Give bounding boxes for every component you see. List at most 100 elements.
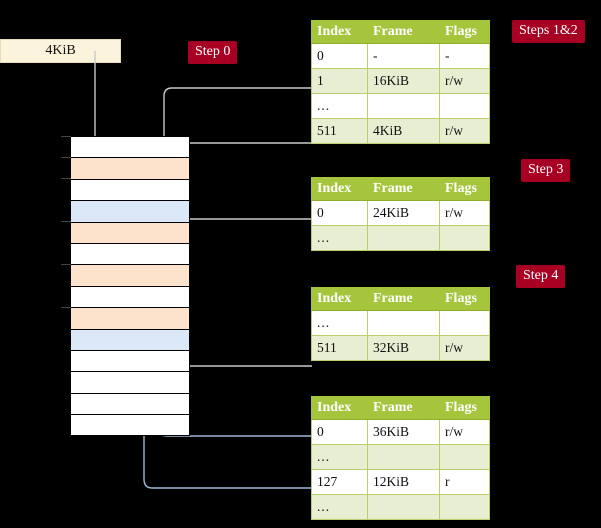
badge-step-4: Step 4 [516, 265, 566, 288]
cell-frame: 24KiB [367, 200, 440, 226]
cell-frame: 4KiB [367, 118, 440, 144]
column-header-frame: Frame [367, 177, 440, 201]
badge-steps-1-2: Steps 1&2 [512, 20, 585, 43]
cell-flags [439, 310, 490, 336]
badge-step-3-label: Step 3 [528, 162, 564, 177]
memory-row [61, 156, 190, 179]
badge-step-3: Step 3 [521, 159, 571, 182]
cell-frame: - [367, 43, 440, 69]
table-row: ... [311, 93, 490, 119]
cell-frame [367, 225, 440, 251]
column-header-flags: Flags [439, 20, 490, 44]
memory-row [70, 414, 190, 436]
cell-index: 0 [311, 419, 368, 445]
column-header-frame: Frame [367, 396, 440, 420]
cell-index: 127 [311, 469, 368, 495]
column-header-index: Index [311, 396, 368, 420]
cell-index: ... [311, 93, 368, 119]
table-row: 0 24KiB r/w [311, 200, 490, 226]
cell-frame: 16KiB [367, 68, 440, 94]
badge-step-0: Step 0 [188, 41, 238, 64]
memory-row [61, 178, 190, 201]
cell-frame [367, 444, 440, 470]
cell-flags [439, 93, 490, 119]
cell-index: ... [311, 310, 368, 336]
table-row: ... [311, 444, 490, 470]
table-header-row: Index Frame Flags [311, 20, 490, 44]
cell-index: 0 [311, 200, 368, 226]
page-table-l2: Index Frame Flags ... 511 32KiB r/w [311, 287, 490, 361]
cell-flags: r [439, 469, 490, 495]
cell-index: 0 [311, 43, 368, 69]
page-table-l4: Index Frame Flags 0 - - 1 16KiB r/w ... [311, 20, 490, 144]
memory-row [61, 306, 190, 329]
wire-step4-out [178, 300, 312, 367]
badge-step-4-label: Step 4 [523, 268, 559, 283]
cell-flags: - [439, 43, 490, 69]
table-row: 511 32KiB r/w [311, 335, 490, 361]
column-header-flags: Flags [439, 287, 490, 311]
table-header-row: Index Frame Flags [311, 177, 490, 201]
cell-flags [439, 225, 490, 251]
memory-row [70, 371, 190, 393]
memory-row [61, 135, 190, 158]
memory-row [70, 350, 190, 372]
cell-index: 511 [311, 118, 368, 144]
table-row: 1 16KiB r/w [311, 68, 490, 94]
cell-frame [367, 494, 440, 520]
wire-steps12-in [163, 87, 312, 245]
source-frame-box: 4KiB [0, 39, 121, 63]
cell-flags: r/w [439, 118, 490, 144]
cell-index: 511 [311, 335, 368, 361]
cell-frame [367, 310, 440, 336]
table-header-row: Index Frame Flags [311, 396, 490, 420]
table-row: ... [311, 494, 490, 520]
cell-flags: r/w [439, 419, 490, 445]
table-row: 0 36KiB r/w [311, 419, 490, 445]
memory-row [70, 328, 190, 350]
column-header-index: Index [311, 287, 368, 311]
memory-row [70, 392, 190, 415]
source-frame-label: 4KiB [45, 43, 76, 58]
table-row: 127 12KiB r [311, 469, 490, 495]
table-row: ... [311, 310, 490, 336]
table-row-highlighted: 511 4KiB r/w [311, 118, 490, 144]
cell-index: ... [311, 444, 368, 470]
memory-row [70, 200, 190, 222]
memory-row-tick [61, 263, 71, 265]
memory-row [70, 243, 190, 265]
cell-frame [367, 93, 440, 119]
badge-step-0-label: Step 0 [195, 44, 231, 59]
physical-memory-column [61, 135, 190, 436]
wire-l1-row127 [143, 414, 312, 489]
memory-row-tick [61, 135, 71, 137]
cell-flags [439, 444, 490, 470]
column-header-index: Index [311, 177, 368, 201]
column-header-frame: Frame [367, 20, 440, 44]
memory-row-tick [61, 156, 71, 158]
cell-index: ... [311, 225, 368, 251]
cell-frame: 36KiB [367, 419, 440, 445]
cell-index: 1 [311, 68, 368, 94]
page-table-l1: Index Frame Flags 0 36KiB r/w ... 127 12… [311, 396, 490, 520]
cell-flags: r/w [439, 68, 490, 94]
memory-row-tick [61, 306, 71, 308]
wire-step3-in [171, 218, 312, 246]
column-header-index: Index [311, 20, 368, 44]
cell-index: ... [311, 494, 368, 520]
cell-flags [439, 494, 490, 520]
badge-steps-1-2-label: Steps 1&2 [519, 23, 578, 38]
table-row: 0 - - [311, 43, 490, 69]
memory-row [61, 263, 190, 286]
cell-flags: r/w [439, 200, 490, 226]
column-header-frame: Frame [367, 287, 440, 311]
table-row: ... [311, 225, 490, 251]
memory-row [70, 285, 190, 308]
memory-row-tick [61, 178, 71, 180]
column-header-flags: Flags [439, 396, 490, 420]
page-table-l3: Index Frame Flags 0 24KiB r/w ... [311, 177, 490, 251]
cell-frame: 12KiB [367, 469, 440, 495]
table-header-row: Index Frame Flags [311, 287, 490, 311]
column-header-flags: Flags [439, 177, 490, 201]
